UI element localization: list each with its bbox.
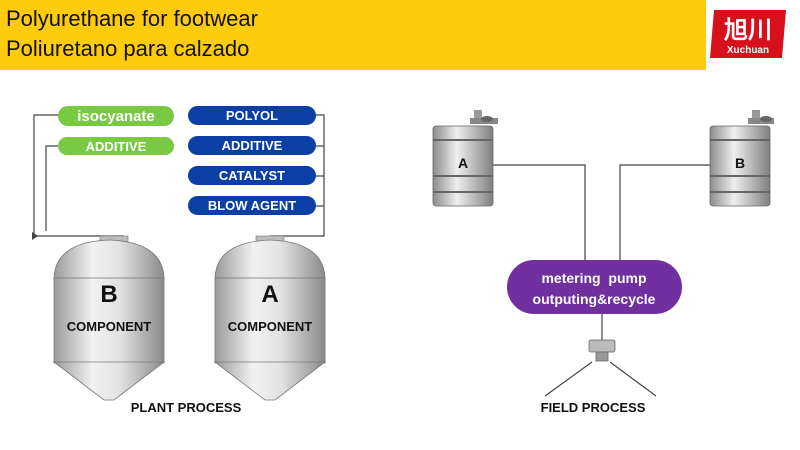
arrow-icon xyxy=(32,232,38,240)
drum-b-letter: B xyxy=(735,155,745,171)
tank-a-letter: A xyxy=(261,281,278,308)
svg-text:ADDITIVE: ADDITIVE xyxy=(222,138,283,153)
svg-text:isocyanate: isocyanate xyxy=(77,108,155,125)
tank-b: B COMPONENT xyxy=(52,235,166,401)
blue-pill-polyol: POLYOL xyxy=(188,106,316,125)
pump-line-2: outputing&recycle xyxy=(533,291,656,307)
logo-text-cn: 旭川 xyxy=(723,17,772,44)
logo-text-en: Xuchuan xyxy=(727,45,769,56)
xuchuan-logo: 旭川 Xuchuan xyxy=(710,10,786,58)
mixing-head-icon xyxy=(588,339,616,362)
field-pipes xyxy=(493,164,710,397)
blue-pill-blow-agent: BLOW AGENT xyxy=(188,196,316,215)
svg-text:BLOW AGENT: BLOW AGENT xyxy=(208,198,296,213)
tank-a: A COMPONENT xyxy=(213,235,327,401)
drum-a-letter: A xyxy=(458,155,468,171)
svg-text:ADDITIVE: ADDITIVE xyxy=(86,139,147,154)
plant-pipes xyxy=(33,114,325,237)
blue-pill-additive: ADDITIVE xyxy=(188,136,316,155)
drum-a: A xyxy=(432,110,498,207)
metering-pump-bubble: metering pump outputing&recycle xyxy=(507,260,682,314)
green-pill-additive: ADDITIVE xyxy=(58,137,174,155)
tank-b-label: COMPONENT xyxy=(67,319,152,334)
drum-b: B xyxy=(709,110,774,207)
title-english: Polyurethane for footwear xyxy=(6,6,258,31)
blue-pill-catalyst: CATALYST xyxy=(188,166,316,185)
svg-text:CATALYST: CATALYST xyxy=(219,168,285,183)
green-pill-isocyanate: isocyanate xyxy=(58,106,174,126)
field-process-caption: FIELD PROCESS xyxy=(541,400,646,415)
tank-a-label: COMPONENT xyxy=(228,319,313,334)
pump-line-1: metering pump xyxy=(541,270,646,286)
tank-b-letter: B xyxy=(100,281,117,308)
title-spanish: Poliuretano para calzado xyxy=(6,36,250,61)
plant-process-caption: PLANT PROCESS xyxy=(131,400,242,415)
svg-text:POLYOL: POLYOL xyxy=(226,108,278,123)
